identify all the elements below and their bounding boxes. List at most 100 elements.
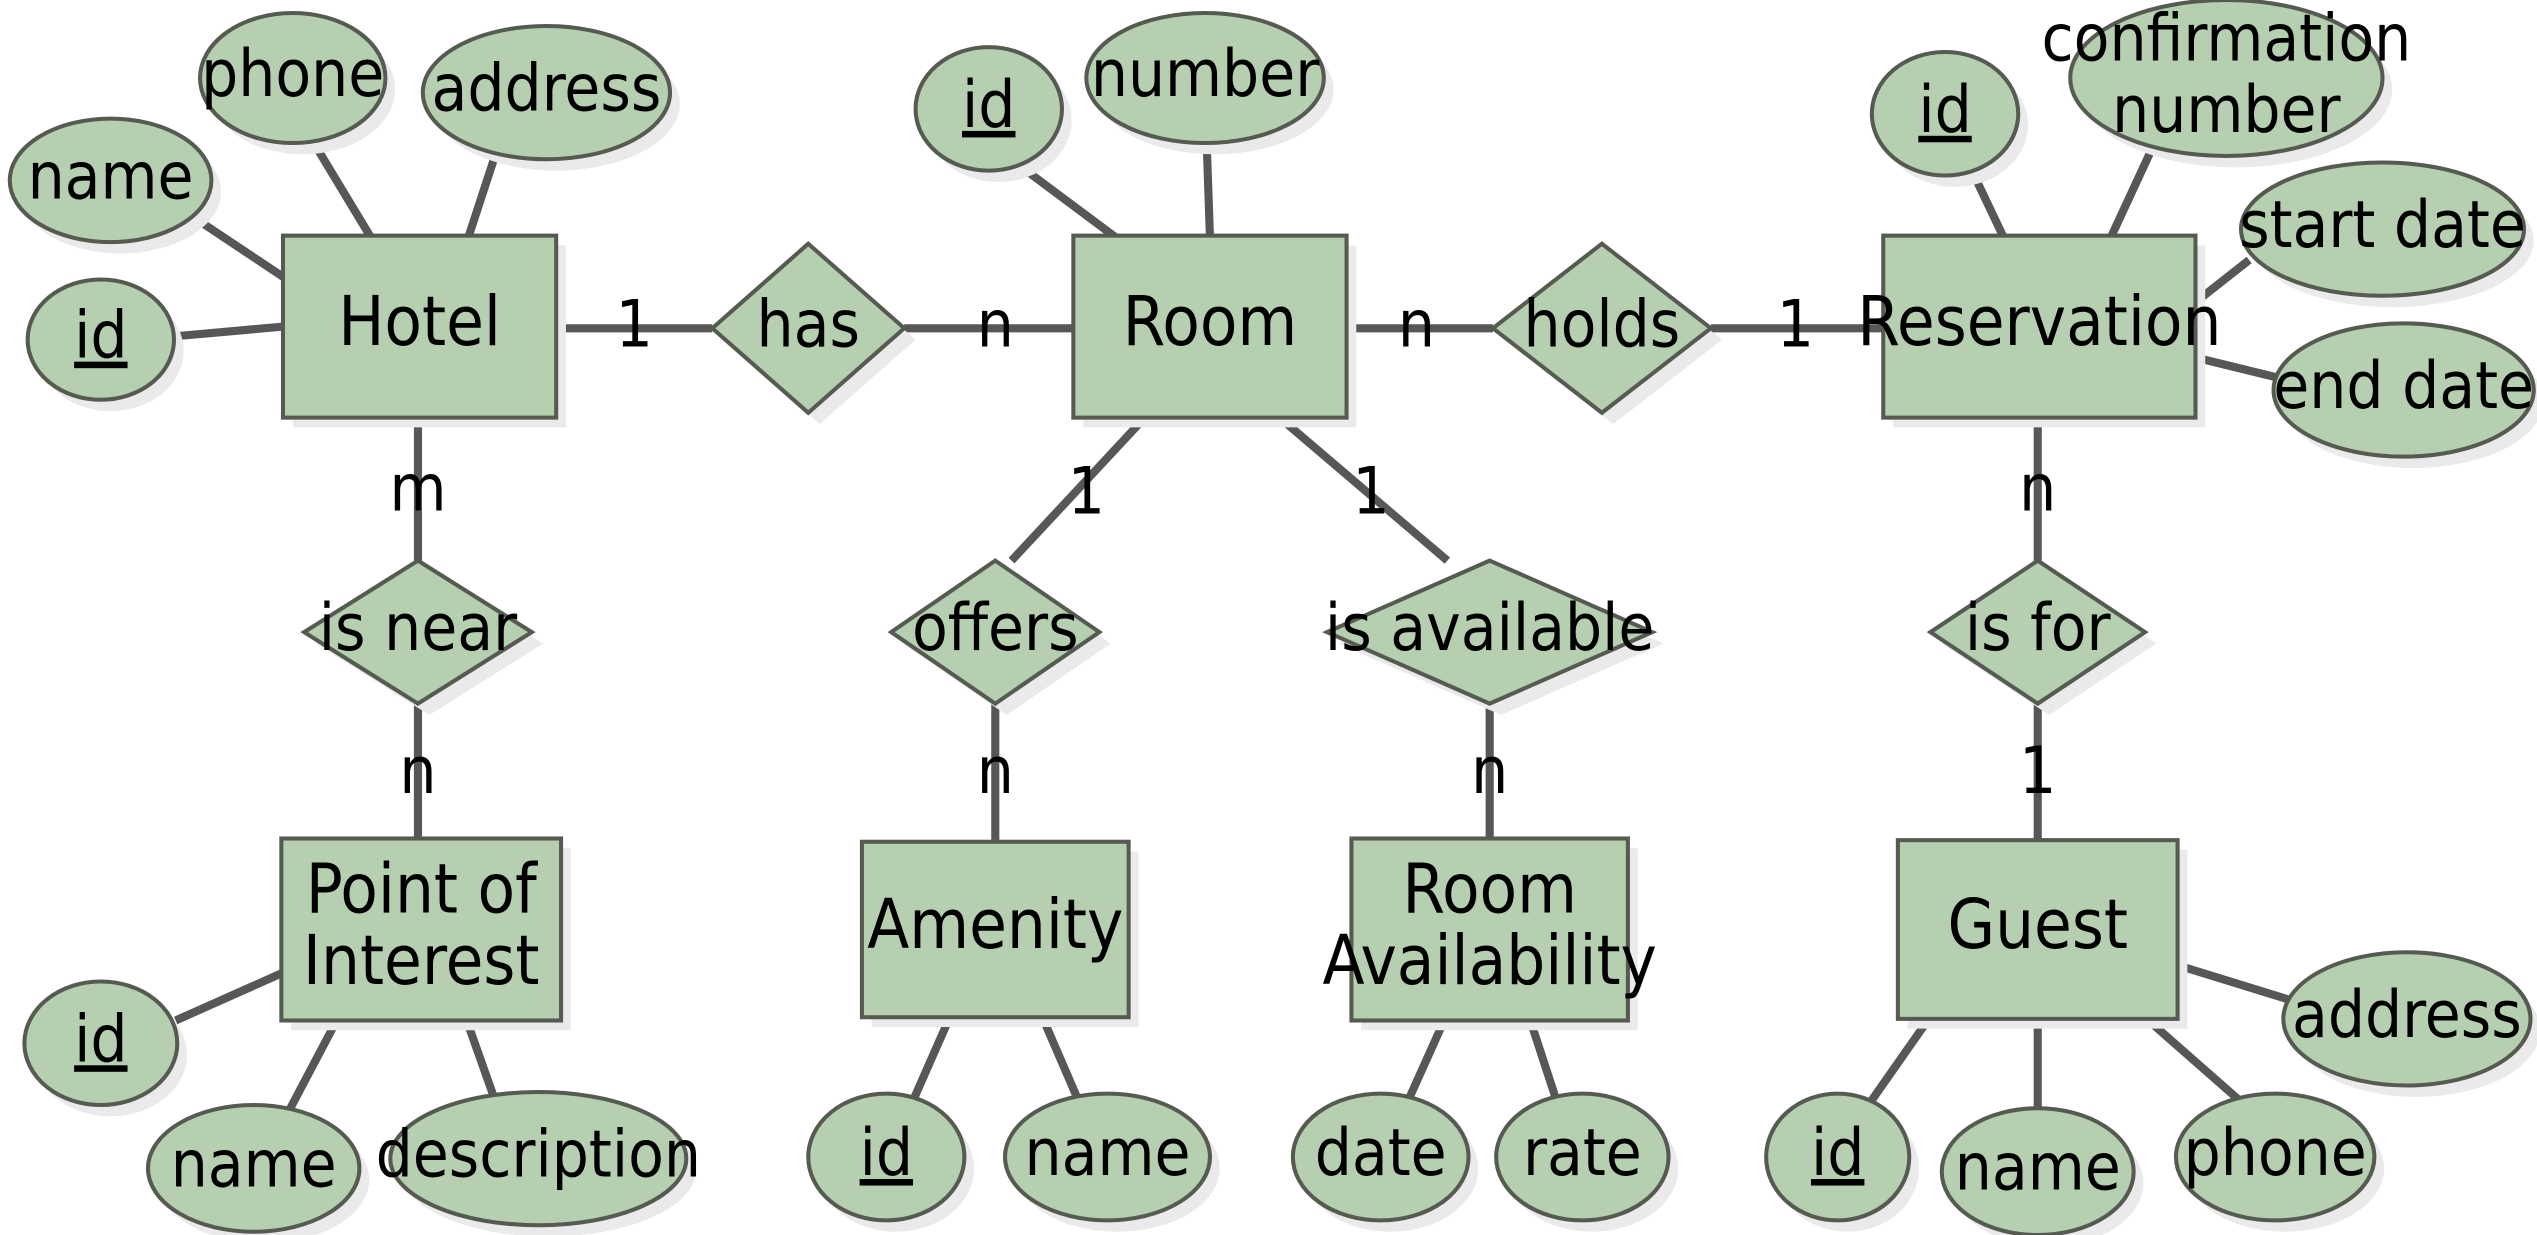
attribute-ellipse[interactable] [1939,1106,2136,1235]
node-label: holds [1523,287,1680,362]
entity-guest[interactable]: Guest [1895,838,2188,1029]
relationship-holds[interactable]: holds [1489,241,1723,425]
entity-rect[interactable] [1895,838,2180,1021]
attribute-hotel_name[interactable]: name [7,116,222,254]
relationship-diamond[interactable] [1489,241,1715,416]
connector-line [1278,416,1451,564]
node-label: Room [1123,283,1298,362]
entity-rect[interactable] [280,233,559,420]
node-label: id [1918,73,1971,148]
attribute-ellipse[interactable] [2271,321,2536,459]
relationship-diamond[interactable] [709,241,908,416]
node-label: id [860,1116,913,1191]
relationship-is_near[interactable]: is near [300,558,544,715]
entity-rect[interactable] [1349,836,1630,1023]
attribute-res_end_date[interactable]: end date [2271,321,2537,468]
relationship-diamond[interactable] [1926,558,2149,707]
node-label: address [2292,978,2522,1053]
node-label: phone [201,37,384,112]
entity-rect[interactable] [1071,233,1349,420]
attribute-ellipse[interactable] [1003,1091,1212,1223]
attribute-ellipse[interactable] [2068,0,2385,159]
attribute-ellipse[interactable] [2238,160,2527,298]
primary-key-ellipse[interactable] [1869,49,2021,178]
attribute-amenity_id[interactable]: id [806,1091,975,1232]
attribute-ellipse[interactable] [1494,1091,1671,1223]
entity-room[interactable]: Room [1071,233,1357,428]
attribute-guest_name[interactable]: name [1939,1106,2144,1235]
attribute-ellipse[interactable] [388,1089,689,1228]
attribute-hotel_phone[interactable]: phone [197,10,396,155]
attribute-ellipse[interactable] [420,23,673,162]
entity-reservation[interactable]: Reservation [1857,233,2221,428]
relationship-diamond[interactable] [1321,558,1658,706]
connector-line [1008,416,1147,564]
connector-line [1404,1018,1448,1102]
attribute-hotel_id[interactable]: id [25,277,184,412]
node-label: Amenity [867,886,1123,965]
primary-key-ellipse[interactable] [913,45,1064,173]
cardinality-label: n [2019,451,2056,526]
entity-amenity[interactable]: Amenity [859,839,1139,1027]
attribute-amenity_name[interactable]: name [1003,1091,1220,1232]
attribute-hotel_address[interactable]: address [420,23,680,171]
entity-rect[interactable] [1881,233,2198,420]
attribute-guest_address[interactable]: address [2281,950,2537,1097]
relationship-diamond[interactable] [887,558,1103,707]
node-label: is near [319,591,518,666]
node-label: id [962,68,1015,143]
relationship-offers[interactable]: offers [887,558,1111,715]
relationship-has[interactable]: has [709,241,916,425]
node-label: Availability [1322,922,1656,1001]
node-label: Interest [303,922,540,1001]
entity-hotel[interactable]: Hotel [280,233,566,428]
relationship-is_available[interactable]: is available [1321,558,1664,715]
attribute-ra_date[interactable]: date [1290,1091,1479,1232]
attribute-ellipse[interactable] [7,116,214,245]
node-label: Point of [306,850,538,929]
attribute-ra_rate[interactable]: rate [1494,1091,1679,1232]
entity-rect[interactable] [279,836,564,1023]
attribute-guest_id[interactable]: id [1764,1091,1920,1232]
connector-line [2194,353,2277,381]
connector-line [2176,961,2290,1004]
cardinality-label: n [1398,287,1435,362]
connector-line [910,1015,954,1101]
attribute-res_start_date[interactable]: start date [2238,160,2534,308]
cardinality-label: 1 [1068,455,1105,530]
attribute-poi_name[interactable]: name [145,1102,370,1235]
attribute-ellipse[interactable] [1084,10,1326,146]
node-label: number [2112,73,2341,148]
attribute-ellipse[interactable] [2173,1091,2377,1223]
attribute-poi_id[interactable]: id [22,979,188,1117]
primary-key-ellipse[interactable] [1764,1091,1912,1223]
cardinality-label: m [389,451,446,526]
attribute-guest_phone[interactable]: phone [2173,1091,2385,1232]
attribute-ellipse[interactable] [197,10,388,146]
attribute-ellipse[interactable] [145,1102,362,1234]
connector-line [1202,142,1215,238]
node-label: description [376,1118,701,1193]
attribute-poi_description[interactable]: description [376,1089,701,1235]
attribute-room_id[interactable]: id [913,45,1072,182]
relationship-is_for[interactable]: is for [1926,558,2157,715]
primary-key-ellipse[interactable] [806,1091,967,1223]
attribute-ellipse[interactable] [2281,950,2533,1088]
primary-key-ellipse[interactable] [25,277,177,402]
connector-line [1526,1019,1561,1102]
edge-layer [173,140,2290,1112]
cardinality-label: 1 [2019,734,2056,809]
entity-rect[interactable] [859,839,1131,1020]
attribute-ellipse[interactable] [1290,1091,1471,1223]
node-label: id [1811,1116,1864,1191]
primary-key-ellipse[interactable] [22,979,180,1108]
attribute-room_number[interactable]: number [1084,10,1334,155]
attribute-res_id[interactable]: id [1869,49,2028,187]
node-label: has [757,287,860,362]
relationship-diamond[interactable] [300,558,536,707]
